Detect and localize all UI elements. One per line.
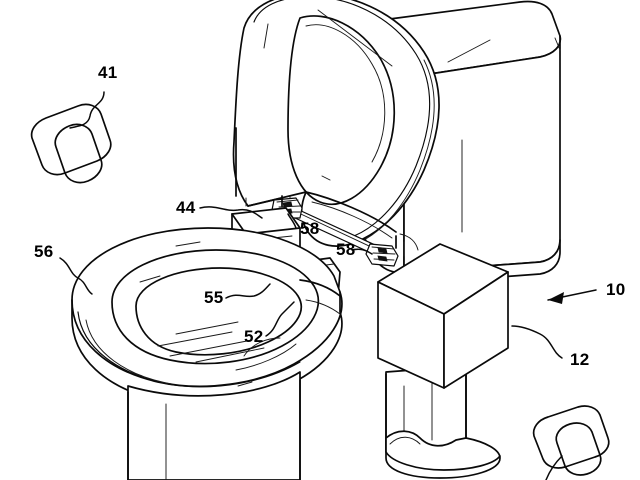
control-housing-box [377, 243, 509, 389]
leader-lines [59, 91, 597, 480]
leader-cylinder-b [545, 455, 563, 480]
leader-55 [225, 283, 271, 299]
ref-numeral-41: 41 [98, 63, 118, 82]
roller-cylinder-b [532, 405, 610, 476]
ref-numeral-52: 52 [244, 327, 264, 346]
leader-58-left [287, 213, 297, 229]
ref-numeral-44: 44 [176, 198, 196, 217]
leader-56 [59, 257, 93, 295]
pedestal-base [127, 365, 501, 480]
reference-numeral-labels: 41 44 56 58 58 55 52 10 12 [34, 63, 626, 369]
ref-numeral-56: 56 [34, 242, 54, 261]
leader-58-right [351, 248, 373, 255]
ref-numeral-12: 12 [570, 350, 590, 369]
hinge-assembly [271, 195, 419, 267]
toilet-seat-lid [232, 0, 440, 247]
leader-41 [69, 91, 105, 129]
toilet-bowl [71, 227, 343, 405]
ref-numeral-10: 10 [606, 280, 626, 299]
leader-12 [511, 325, 563, 359]
ref-numeral-55: 55 [204, 288, 224, 307]
leader-10-arrowhead [548, 292, 564, 304]
leader-44 [199, 206, 263, 219]
roller-cylinder-a [30, 103, 112, 184]
leader-52 [265, 301, 295, 337]
ref-numeral-58-left: 58 [300, 219, 320, 238]
ref-numeral-58-right: 58 [336, 240, 356, 259]
